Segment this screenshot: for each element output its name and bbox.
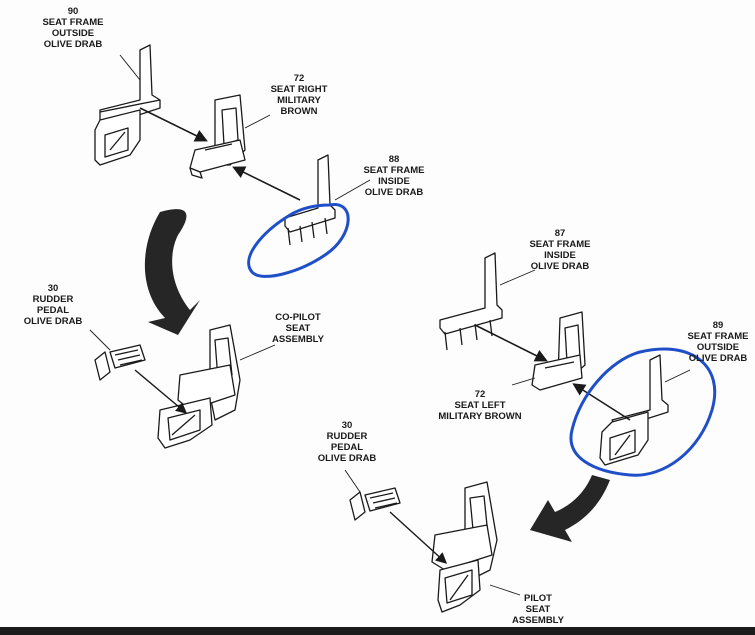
assembly-arrow-pedal-to-copilot (134, 369, 188, 414)
assembly-arrow-88-to-72 (232, 166, 301, 201)
part-87-seat-frame-inside-right (439, 252, 503, 351)
label-88-seat-frame-inside: 88 SEAT FRAME INSIDE OLIVE DRAB (363, 154, 425, 198)
label-72-seat-left: 72 SEAT LEFT MILITARY BROWN (438, 389, 522, 422)
leader-lines-pilot (344, 469, 521, 596)
big-curved-arrow-left (144, 209, 200, 335)
label-30-rudder-pedal-right: 30 RUDDER PEDAL OLIVE DRAB (317, 420, 377, 464)
part-30-rudder-pedal-left (94, 344, 146, 381)
part-88-seat-frame-inside-top (284, 154, 336, 246)
label-90-seat-frame-outside: 90 SEAT FRAME OUTSIDE OLIVE DRAB (42, 6, 104, 50)
label-89-seat-frame-outside: 89 SEAT FRAME OUTSIDE OLIVE DRAB (687, 320, 749, 364)
part-90-seat-frame-outside-top (94, 44, 161, 166)
assembly-arrow-89-to-72 (572, 383, 631, 421)
leader-lines-top (119, 54, 371, 201)
part-30-rudder-pedal-right (349, 487, 401, 521)
part-89-seat-frame-outside-right (599, 354, 669, 466)
label-72-seat-right: 72 SEAT RIGHT MILITARY BROWN (270, 73, 328, 117)
part-72-seat-left (531, 311, 586, 391)
leader-lines-copilot (89, 329, 276, 361)
label-87-seat-frame-inside: 87 SEAT FRAME INSIDE OLIVE DRAB (529, 228, 591, 272)
label-co-pilot-seat-assembly: CO-PILOT SEAT ASSEMBLY (272, 312, 324, 345)
bottom-edge-bar (0, 627, 755, 635)
highlight-circle-part-88 (247, 203, 350, 278)
assembly-arrow-90-to-72 (139, 107, 208, 142)
big-curved-arrow-right (530, 475, 610, 542)
assembly-arrow-87-to-72 (474, 324, 548, 362)
co-pilot-seat-assembly (157, 324, 241, 449)
pilot-seat-assembly (431, 481, 498, 613)
highlight-circle-part-89 (569, 347, 717, 477)
assembly-arrow-pedal-to-pilot (389, 511, 448, 564)
label-pilot-seat-assembly: PILOT SEAT ASSEMBLY (512, 593, 564, 626)
part-72-seat-right (189, 94, 246, 179)
label-30-rudder-pedal-left: 30 RUDDER PEDAL OLIVE DRAB (23, 283, 83, 327)
leader-lines-right (499, 269, 691, 386)
